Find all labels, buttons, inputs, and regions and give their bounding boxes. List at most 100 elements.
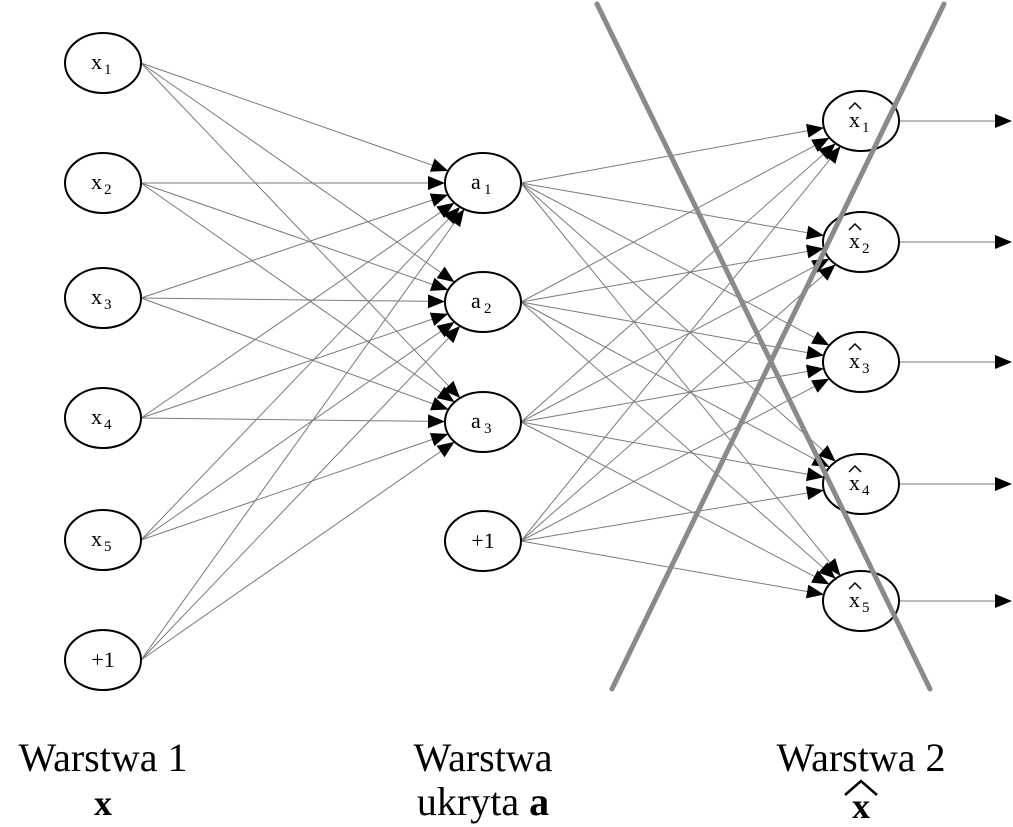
edge-l0-n3-to-n0 [140, 202, 455, 419]
edge-l0-n0-to-n2 [140, 62, 461, 399]
node-label: x [849, 228, 860, 253]
edge-l1-n3-to-n3 [520, 489, 824, 542]
node-circle [64, 509, 142, 571]
node-label: a [471, 169, 481, 194]
layer-symbol-output-hat [844, 779, 878, 796]
arrowhead-icon-l0-n3-to-n1 [429, 312, 449, 326]
arrowhead-icon-l0-n3-to-n0 [436, 202, 455, 219]
node-subscript: 4 [104, 417, 112, 433]
node-circle [822, 211, 900, 273]
arrowhead-icon-l0-n5-to-n2 [436, 441, 455, 458]
node-subscript: 3 [862, 361, 870, 377]
output-arrowhead-icon-3 [995, 477, 1012, 491]
edge-l0-n3-to-n1 [140, 313, 449, 419]
node-subscript: 2 [104, 182, 112, 198]
edge-l0-n2-to-n0 [140, 194, 449, 299]
arrowhead-icon-l1-n3-to-n2 [811, 378, 830, 393]
layer-title-output: Warstwa 2 [777, 735, 946, 780]
edge-l0-n3-to-n2 [140, 417, 446, 423]
node-circle [822, 331, 900, 393]
node-label: a [471, 288, 481, 313]
arrowhead-icon-l1-n2-to-n3 [805, 467, 824, 482]
arrowhead-icon-l0-n3-to-n2 [427, 414, 446, 429]
layer-symbol-hidden: a [529, 779, 549, 824]
node-subscript: 1 [484, 182, 492, 198]
node-circle [444, 510, 522, 572]
layer-symbol-input: x [94, 783, 112, 823]
edge-l1-n0-to-n3 [520, 182, 837, 462]
cross-line-2 [609, 1, 947, 692]
edge-l1-n2-to-n4 [520, 421, 830, 585]
arrowhead-icon-l0-n4-to-n2 [429, 432, 449, 447]
arrowhead-icon-l0-n0-to-n1 [436, 266, 455, 283]
hat-icon [848, 464, 862, 473]
edge-l0-n2-to-n1 [140, 297, 446, 303]
bias-node-input: +1 [64, 629, 142, 691]
hat-icon [848, 222, 862, 231]
node-label: +1 [471, 528, 494, 553]
arrowhead-icon-l0-n1-to-n2 [436, 386, 455, 403]
node-circle [64, 629, 142, 691]
arrowhead-icon-l0-n2-to-n2 [430, 397, 449, 411]
edge-l0-n5-to-n2 [140, 441, 455, 661]
edges-group [140, 62, 1010, 661]
node-subscript: 5 [862, 600, 870, 616]
node-label: x [91, 284, 102, 309]
edge-l1-n0-to-n1 [520, 182, 824, 237]
arrowhead-icon-l1-n3-to-n4 [805, 584, 824, 599]
node-label: x [91, 526, 102, 551]
edge-l0-n4-to-n0 [140, 206, 461, 541]
edge-l0-n5-to-n0 [140, 208, 465, 661]
edge-l0-n5-to-n1 [140, 325, 461, 661]
arrowhead-icon-l1-n0-to-n4 [824, 558, 841, 576]
arrowhead-icon-l0-n2-to-n0 [429, 193, 449, 207]
edge-l1-n3-to-n1 [520, 263, 836, 542]
arrowhead-icon-l1-n1-to-n1 [805, 244, 824, 259]
arrowhead-icon-l1-n3-to-n3 [805, 486, 824, 500]
node-label: x [91, 404, 102, 429]
cross-out-mark [594, 1, 947, 692]
hat-icon [848, 101, 862, 110]
node-circle [444, 391, 522, 453]
arrowhead-icon-l0-n1-to-n0 [428, 176, 445, 190]
cross-line-1 [594, 1, 933, 692]
edge-l1-n1-to-n3 [520, 301, 830, 468]
arrowhead-icon-l0-n1-to-n1 [429, 277, 449, 291]
arrowhead-icon-l1-n2-to-n4 [811, 570, 830, 585]
bias-node-hidden: +1 [444, 510, 522, 572]
arrowhead-icon-l1-n1-to-n4 [818, 562, 836, 579]
node-label: x [849, 107, 860, 132]
arrowhead-icon-l0-n0-to-n0 [429, 158, 449, 172]
arrowhead-icon-l1-n2-to-n0 [818, 143, 836, 160]
edge-l1-n2-to-n0 [520, 143, 837, 423]
hat-icon [848, 581, 862, 590]
node-subscript: 3 [484, 421, 492, 437]
arrowhead-icon-l1-n0-to-n2 [811, 331, 830, 346]
arrowhead-icon-l0-n0-to-n2 [443, 380, 461, 399]
layer-symbol-output: x [852, 786, 870, 826]
node-label: x [91, 49, 102, 74]
edge-l1-n1-to-n0 [520, 137, 830, 303]
node-subscript: 4 [862, 483, 870, 499]
node-label: x [849, 587, 860, 612]
node-label: x [91, 169, 102, 194]
edge-l1-n1-to-n4 [520, 301, 836, 580]
node-circle [64, 267, 142, 329]
layer-subtitle-prefix: ukryta [417, 779, 529, 824]
node-label: x [849, 348, 860, 373]
arrowhead-icon-l0-n4-to-n1 [436, 321, 455, 338]
edge-l1-n3-to-n0 [520, 145, 841, 542]
edge-l0-n0-to-n1 [140, 62, 455, 283]
edge-l0-n4-to-n1 [140, 321, 455, 541]
